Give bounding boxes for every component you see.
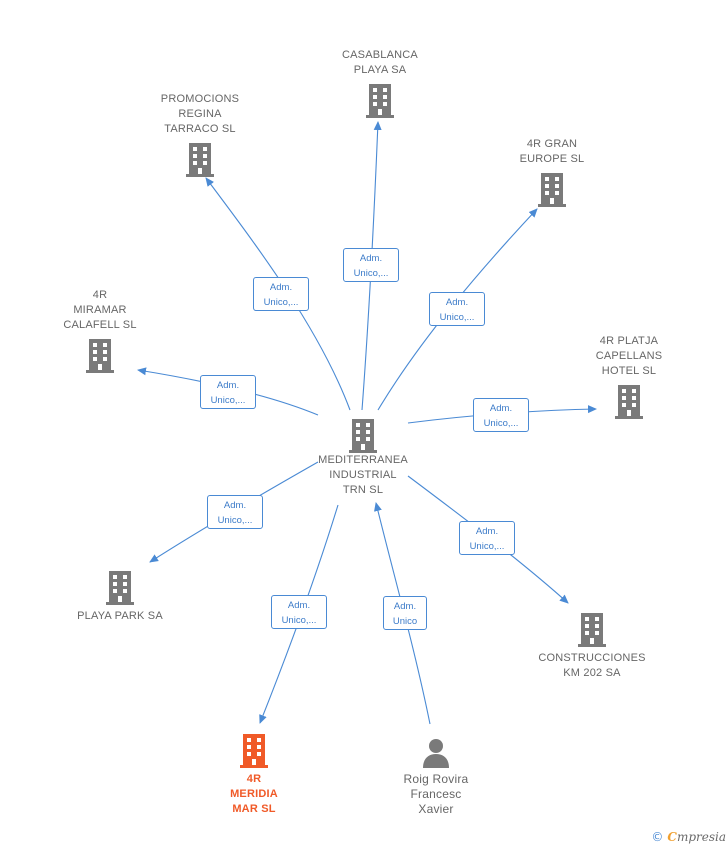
- person-icon: [423, 739, 449, 768]
- brand-watermark: ©Cmpresia: [651, 830, 726, 844]
- building-icon: [240, 734, 268, 768]
- building-icon: [615, 385, 643, 419]
- edge-label-playa-park[interactable]: Adm. Unico,...: [207, 495, 263, 529]
- company-name: CONSTRUCCIONES KM 202 SA: [538, 652, 646, 679]
- company-node-meridia[interactable]: 4R MERIDIA MAR SL: [212, 732, 296, 817]
- building-icon: [366, 84, 394, 118]
- building-icon: [349, 419, 377, 453]
- company-node-mediterranea[interactable]: MEDITERRANEA INDUSTRIAL TRN SL: [298, 417, 428, 498]
- brand-name: mpresia: [676, 830, 726, 844]
- edge-label-gran-europe[interactable]: Adm. Unico,...: [429, 292, 485, 326]
- company-name: PLAYA PARK SA: [77, 610, 163, 622]
- company-node-promocions[interactable]: PROMOCIONS REGINA TARRACO SL: [140, 92, 260, 177]
- company-name: 4R GRAN EUROPE SL: [519, 138, 585, 165]
- building-icon: [106, 571, 134, 605]
- company-name: 4R PLATJA CAPELLANS HOTEL SL: [595, 335, 663, 377]
- edge-label-promocions[interactable]: Adm. Unico,...: [253, 277, 309, 311]
- edge-label-construcciones[interactable]: Adm. Unico,...: [459, 521, 515, 555]
- company-node-gran-europe[interactable]: 4R GRAN EUROPE SL: [492, 137, 612, 207]
- company-name: 4R MERIDIA MAR SL: [230, 773, 278, 815]
- brand-initial: C: [667, 830, 677, 844]
- edge-label-casablanca[interactable]: Adm. Unico,...: [343, 248, 399, 282]
- company-name: MEDITERRANEA INDUSTRIAL TRN SL: [318, 454, 408, 496]
- building-icon: [538, 173, 566, 207]
- edge-label-platja[interactable]: Adm. Unico,...: [473, 398, 529, 432]
- company-node-construcciones[interactable]: CONSTRUCCIONES KM 202 SA: [526, 611, 658, 681]
- company-node-platja[interactable]: 4R PLATJA CAPELLANS HOTEL SL: [569, 334, 689, 419]
- edge-label-roig[interactable]: Adm. Unico: [383, 596, 427, 630]
- copyright-icon: ©: [651, 830, 664, 844]
- company-node-casablanca[interactable]: CASABLANCA PLAYA SA: [320, 48, 440, 118]
- building-icon: [186, 143, 214, 177]
- edge-label-miramar[interactable]: Adm. Unico,...: [200, 375, 256, 409]
- company-name: PROMOCIONS REGINA TARRACO SL: [160, 93, 240, 135]
- company-name: 4R MIRAMAR CALAFELL SL: [63, 289, 137, 331]
- person-name: Roig Rovira Francesc Xavier: [403, 772, 469, 816]
- company-name: CASABLANCA PLAYA SA: [342, 49, 418, 76]
- building-icon: [86, 339, 114, 373]
- company-node-playa-park[interactable]: PLAYA PARK SA: [60, 569, 180, 624]
- person-node-roig[interactable]: Roig Rovira Francesc Xavier: [386, 738, 486, 817]
- building-icon: [578, 613, 606, 647]
- company-node-miramar[interactable]: 4R MIRAMAR CALAFELL SL: [40, 288, 160, 373]
- edge-label-meridia[interactable]: Adm. Unico,...: [271, 595, 327, 629]
